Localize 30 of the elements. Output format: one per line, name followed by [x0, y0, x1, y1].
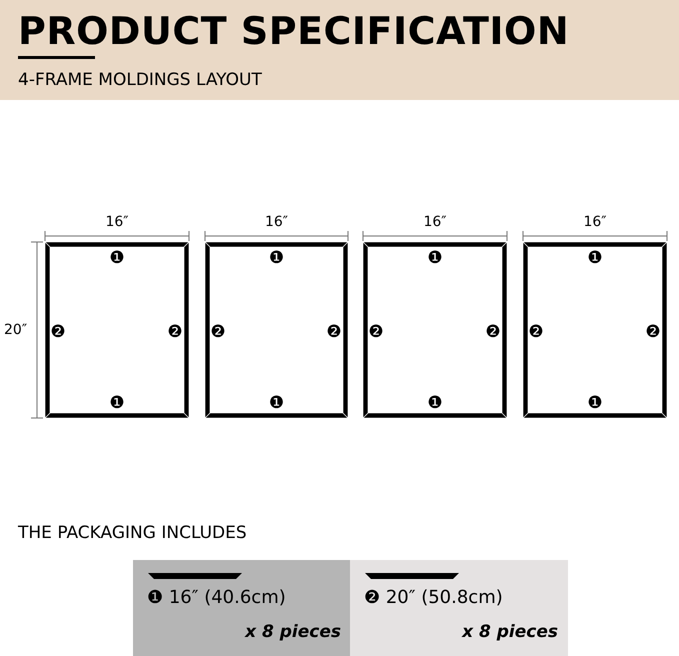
callout-number: ❷: [528, 323, 544, 341]
packaging-panel: [350, 560, 568, 656]
packaging-panel: [133, 560, 351, 656]
dimension-label: 16″: [105, 214, 129, 230]
dimension-label: 16″: [583, 214, 607, 230]
callout-number: ❶: [268, 394, 284, 412]
callout-number: ❶: [109, 249, 125, 267]
section-heading: THE PACKAGING INCLUDES: [18, 523, 247, 543]
callout-number: ❷: [50, 323, 66, 341]
callout-number: ❶: [427, 394, 443, 412]
title: PRODUCT SPECIFICATION: [18, 8, 570, 54]
quantity-label: x 8 pieces: [462, 622, 558, 642]
dimension-label: 20″: [4, 322, 28, 338]
quantity-label: x 8 pieces: [245, 622, 341, 642]
dimension-label: 16″: [423, 214, 447, 230]
dimension-label: 16″: [264, 214, 288, 230]
callout-number: ❶: [587, 249, 603, 267]
callout-number: ❶: [427, 249, 443, 267]
callout-number: ❷: [485, 323, 501, 341]
callout-number: ❶: [587, 394, 603, 412]
callout-number: ❶: [109, 394, 125, 412]
size-label: ❷ 20″ (50.8cm): [364, 587, 503, 609]
size-label: ❶ 16″ (40.6cm): [147, 587, 286, 609]
callout-number: ❷: [326, 323, 342, 341]
callout-number: ❷: [167, 323, 183, 341]
callout-number: ❷: [210, 323, 226, 341]
subtitle: 4-FRAME MOLDINGS LAYOUT: [18, 70, 262, 90]
callout-number: ❶: [268, 249, 284, 267]
callout-number: ❷: [368, 323, 384, 341]
callout-number: ❷: [645, 323, 661, 341]
